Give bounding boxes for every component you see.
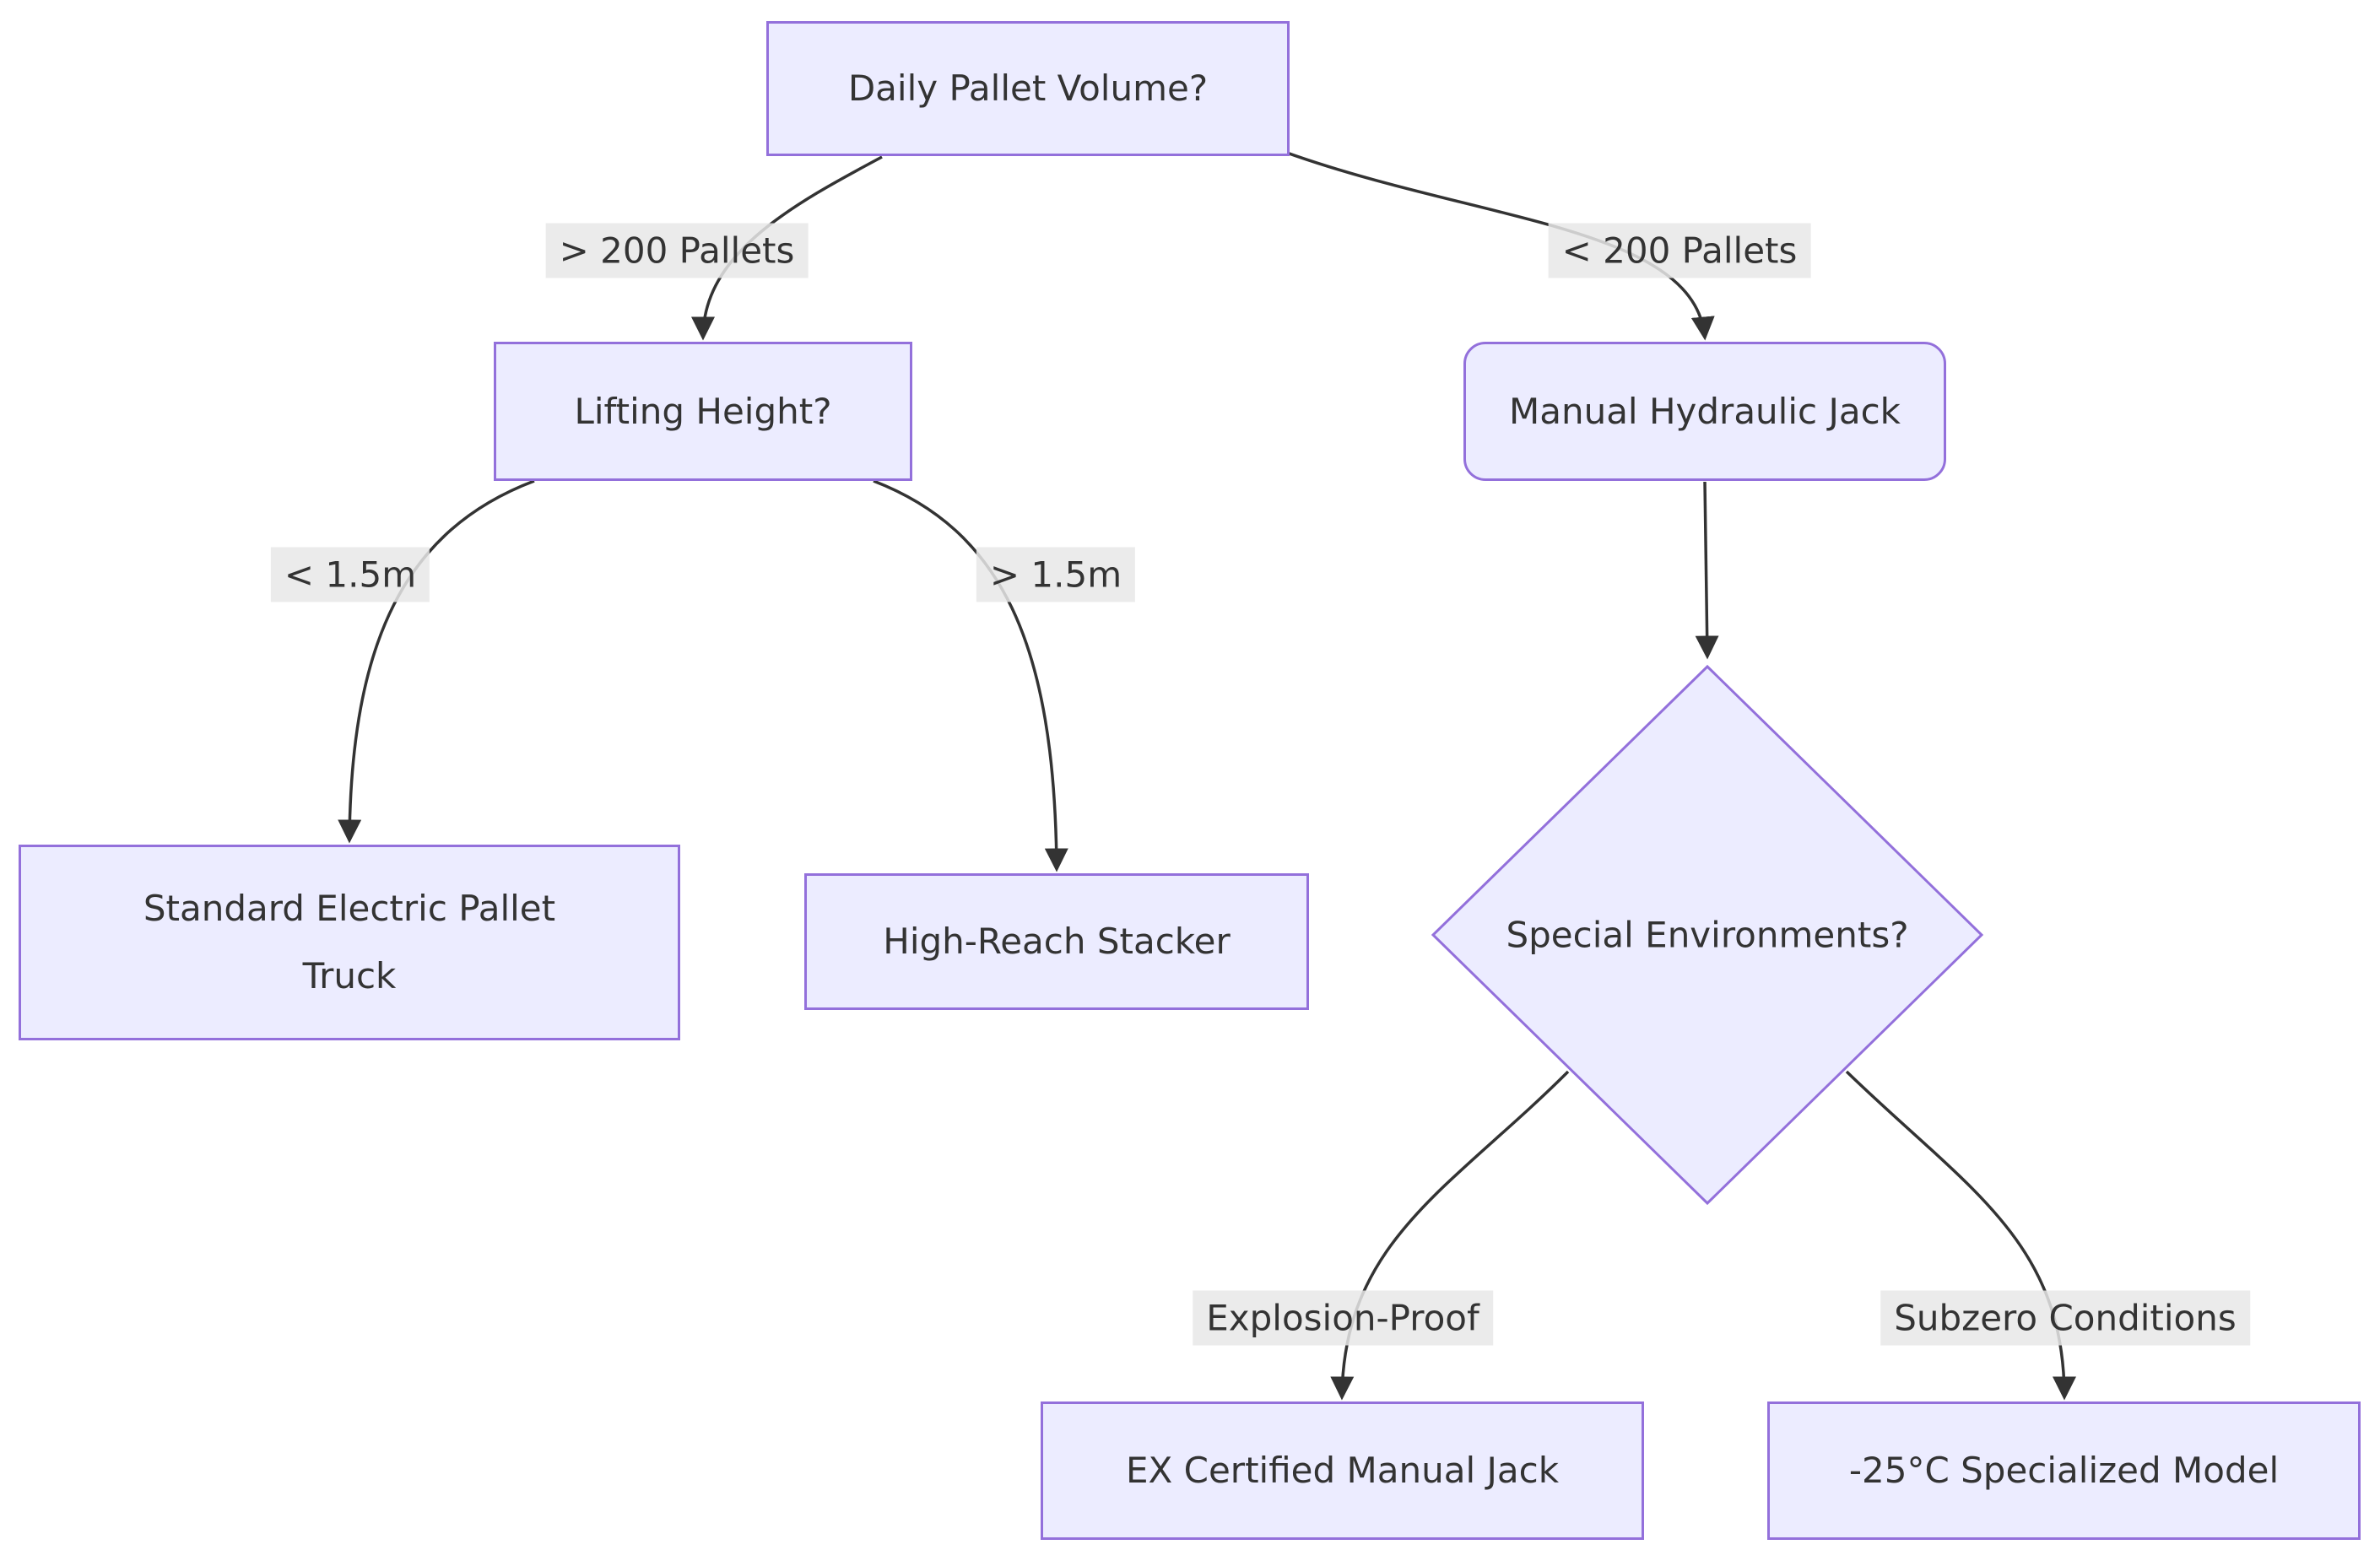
edge-manual-jack-to-special-env <box>1695 481 1719 660</box>
edge-label-explosion-proof: Explosion-Proof <box>1193 1290 1493 1346</box>
node-high-reach-stacker-label: High-Reach Stacker <box>883 921 1231 963</box>
node-high-reach-stacker: High-Reach Stacker <box>804 873 1309 1010</box>
node-lifting-height: Lifting Height? <box>494 342 912 481</box>
edge-label-gt-1-5m: > 1.5m <box>976 547 1136 602</box>
edge-special-env-to-ex-jack <box>1330 1070 1570 1401</box>
node-ex-certified-manual-jack: EX Certified Manual Jack <box>1041 1401 1644 1540</box>
node-standard-electric-pallet-truck-label: Standard Electric Pallet Truck <box>143 888 556 996</box>
node-manual-hydraulic-jack: Manual Hydraulic Jack <box>1463 342 1946 481</box>
edge-special-env-to-subzero-model <box>1845 1070 2076 1401</box>
node-standard-electric-pallet-truck: Standard Electric Pallet Truck <box>19 845 680 1040</box>
node-daily-pallet-volume: Daily Pallet Volume? <box>766 21 1290 156</box>
edge-lifting-height-to-std-electric <box>338 479 535 844</box>
node-special-environments-label: Special Environments? <box>1506 914 1909 956</box>
node-subzero-specialized-model: -25°C Specialized Model <box>1767 1401 2361 1540</box>
edge-label-lt-1-5m: < 1.5m <box>270 547 430 602</box>
node-daily-pallet-volume-label: Daily Pallet Volume? <box>847 68 1209 110</box>
node-manual-hydraulic-jack-label: Manual Hydraulic Jack <box>1508 390 1901 432</box>
decision-diamond-special-environments <box>1431 664 1984 1206</box>
edge-lifting-height-to-high-reach <box>873 479 1068 872</box>
node-ex-certified-manual-jack-label: EX Certified Manual Jack <box>1125 1450 1560 1492</box>
edge-label-lt-200-pallets: < 200 Pallets <box>1548 223 1811 278</box>
edge-label-subzero-conditions: Subzero Conditions <box>1880 1290 2250 1346</box>
node-subzero-specialized-model-label: -25°C Specialized Model <box>1848 1450 2280 1492</box>
node-lifting-height-label: Lifting Height? <box>574 390 832 432</box>
edge-label-gt-200-pallets: > 200 Pallets <box>545 223 809 278</box>
